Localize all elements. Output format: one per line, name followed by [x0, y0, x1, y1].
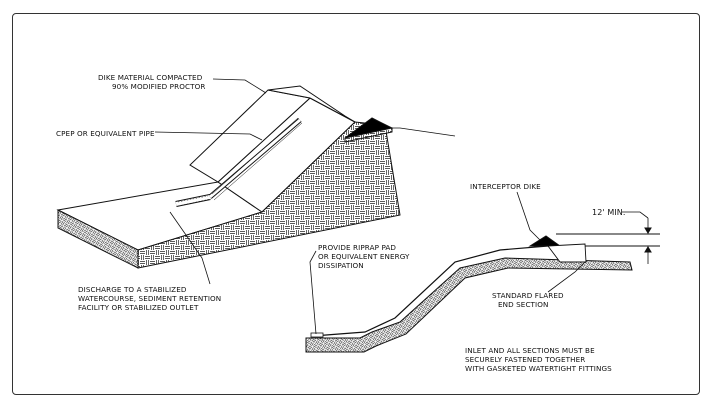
label-line: DIKE MATERIAL COMPACTED: [98, 73, 203, 82]
ground-profile: [305, 257, 633, 353]
label-line: CPEP OR EQUIVALENT PIPE: [56, 129, 155, 138]
label-riprap: PROVIDE RIPRAP PAD OR EQUIVALENT ENERGY …: [318, 243, 410, 270]
label-line: OR EQUIVALENT ENERGY: [318, 252, 410, 261]
label-line: INLET AND ALL SECTIONS MUST BE: [465, 346, 595, 355]
label-line: STANDARD FLARED: [492, 291, 564, 300]
embankment-crest: [267, 85, 356, 123]
label-dike-material: DIKE MATERIAL COMPACTED 90% MODIFIED PRO…: [98, 73, 205, 91]
label-inlet-note: INLET AND ALL SECTIONS MUST BE SECURELY …: [465, 346, 612, 373]
label-line: DISSIPATION: [318, 261, 364, 270]
label-line: 12' MIN.: [592, 208, 626, 217]
label-interceptor-dike: INTERCEPTOR DIKE: [470, 182, 541, 191]
label-line: PROVIDE RIPRAP PAD: [318, 243, 397, 252]
label-line: WITH GASKETED WATERTIGHT FITTINGS: [465, 364, 612, 373]
profile-section-view: [305, 191, 660, 353]
label-line: SECURELY FASTENED TOGETHER: [465, 355, 586, 364]
label-line: FACILITY OR STABILIZED OUTLET: [78, 303, 199, 312]
label-line: INTERCEPTOR DIKE: [470, 182, 541, 191]
label-min-width: 12' MIN.: [592, 208, 626, 217]
embankment-3d-view: [56, 78, 456, 285]
label-flared-end: STANDARD FLARED END SECTION: [492, 291, 564, 309]
interceptor-dike: [528, 235, 562, 247]
label-discharge: DISCHARGE TO A STABILIZED WATERCOURSE, S…: [78, 285, 221, 312]
embankment-right-face: [137, 121, 401, 269]
label-line: WATERCOURSE, SEDIMENT RETENTION: [78, 294, 222, 303]
label-pipe: CPEP OR EQUIVALENT PIPE: [56, 129, 155, 138]
label-line: DISCHARGE TO A STABILIZED: [78, 285, 187, 294]
label-line: 90% MODIFIED PROCTOR: [112, 82, 206, 91]
label-line: END SECTION: [498, 300, 549, 309]
